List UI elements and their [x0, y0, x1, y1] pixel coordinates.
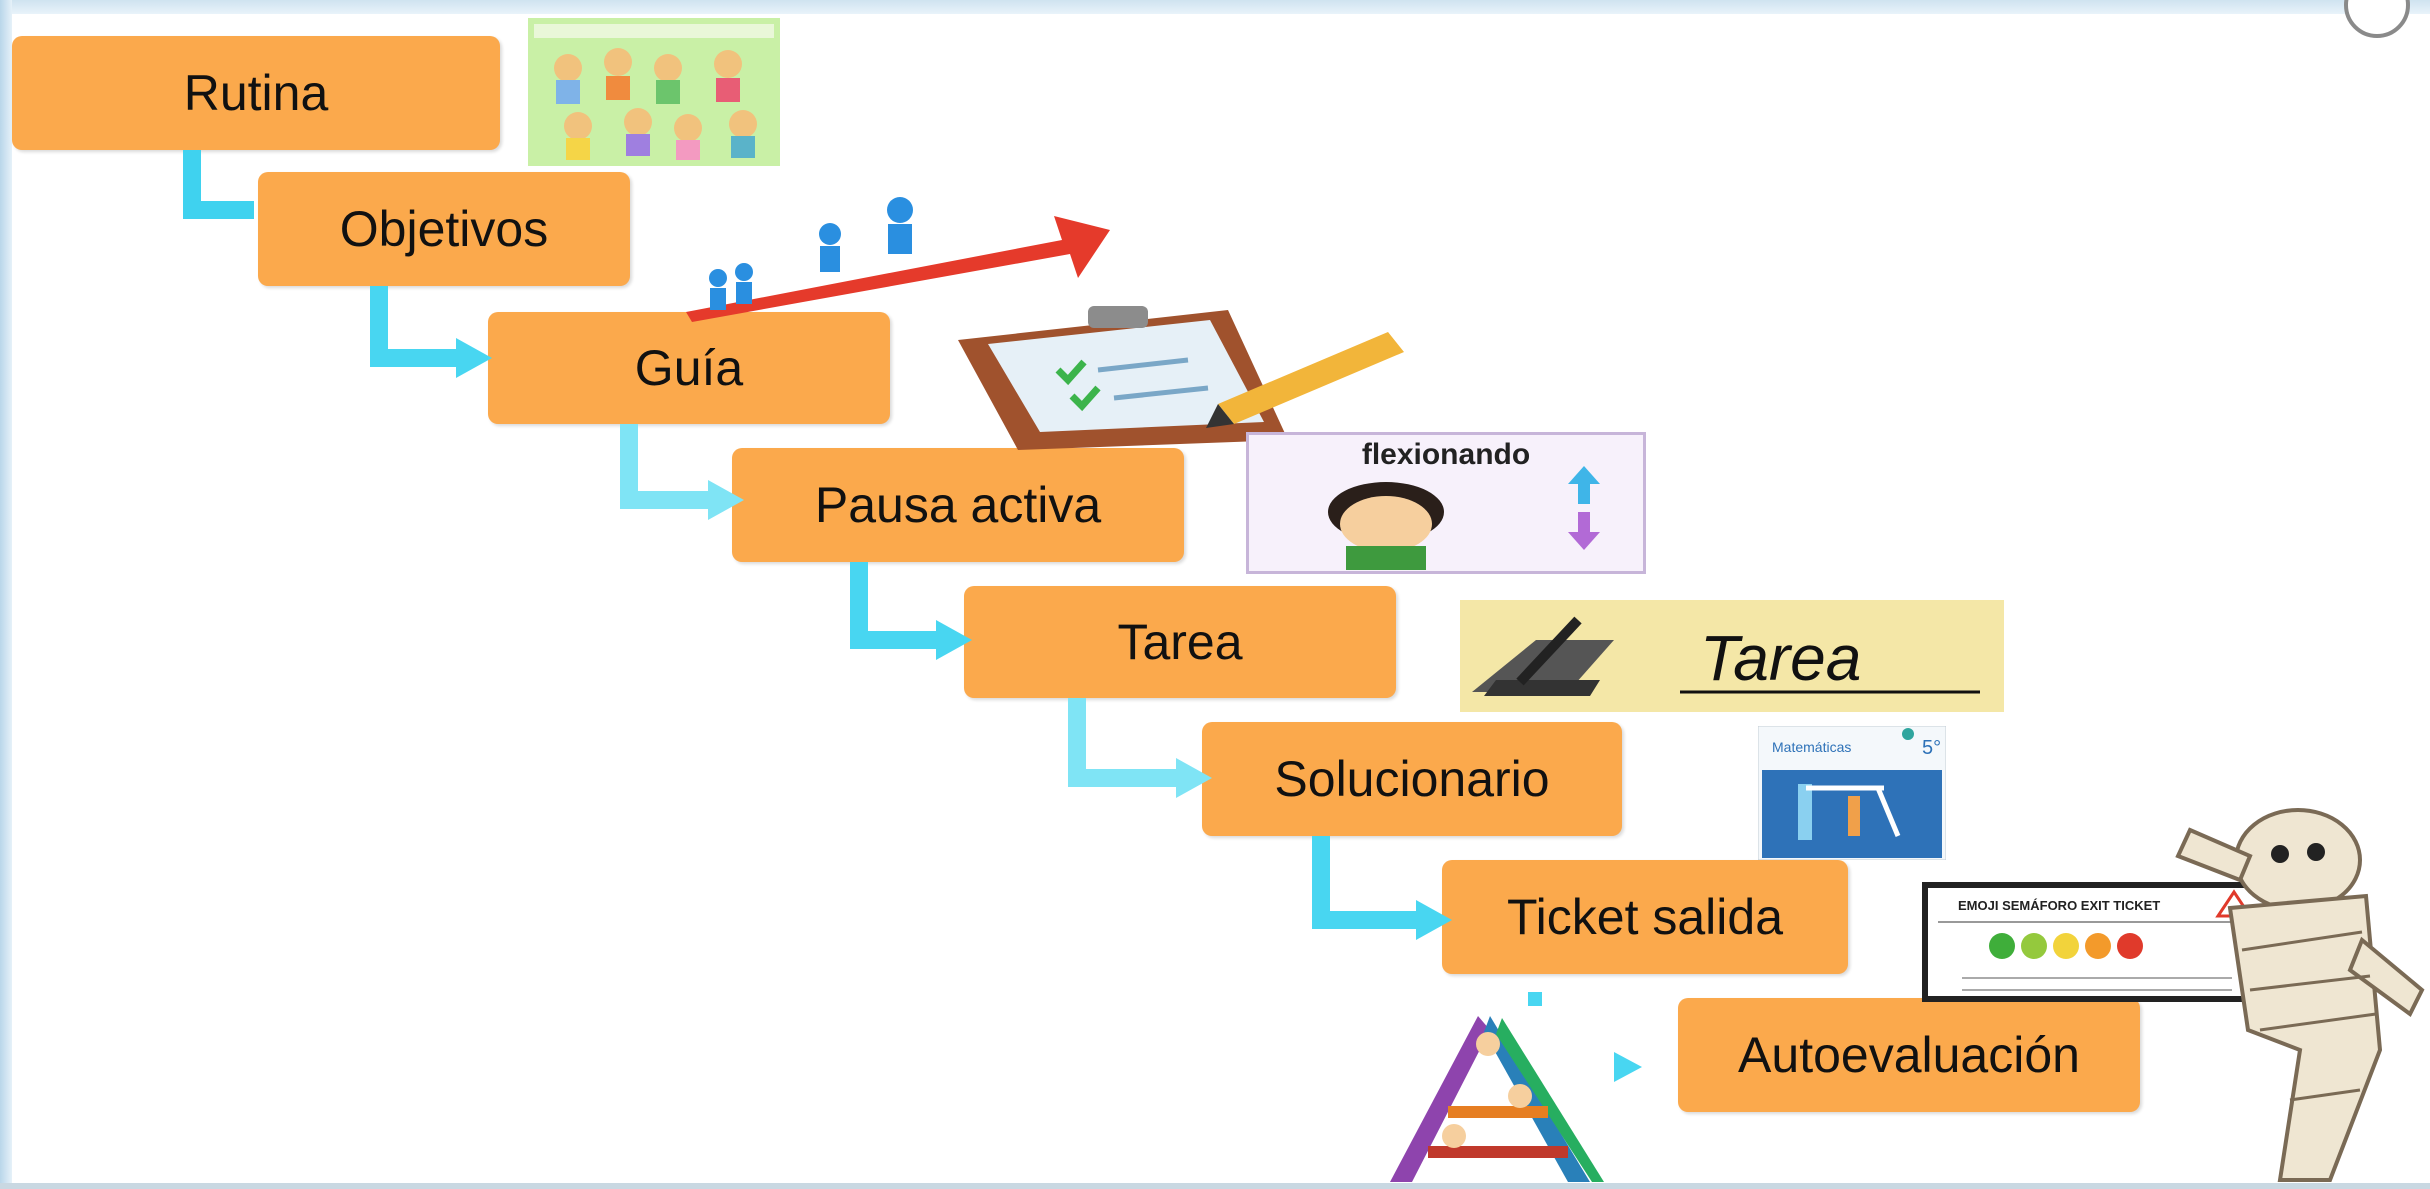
pencil-letter-a-image — [1390, 1016, 1604, 1182]
clipboard-checklist-image — [958, 306, 1404, 450]
connector-arrow-4 — [850, 562, 972, 660]
step-pausa-activa: Pausa activa — [732, 448, 1184, 562]
book-title: Matemáticas — [1772, 739, 1851, 755]
connector-arrow-1 — [183, 150, 254, 219]
step-rutina: Rutina — [12, 36, 500, 150]
step-autoevaluacion: Autoevaluación — [1678, 998, 2140, 1112]
slide-bottom-border — [0, 1183, 2430, 1189]
step-guia-label: Guía — [634, 340, 744, 396]
connector-arrow-5 — [1068, 698, 1212, 798]
step-ticket-salida-label: Ticket salida — [1506, 889, 1784, 945]
step-rutina-label: Rutina — [183, 65, 329, 121]
flexionando-text: flexionando — [1362, 438, 1530, 471]
book-grade: 5° — [1922, 737, 1941, 759]
flexionando-card-image: flexionando — [1246, 432, 1646, 574]
step-ticket-salida: Ticket salida — [1442, 860, 1848, 974]
children-routine-image — [528, 18, 780, 166]
mummy-image — [2175, 808, 2425, 1182]
step-guia: Guía — [488, 312, 890, 424]
corner-circle-icon — [2344, 0, 2410, 38]
step-autoevaluacion-label: Autoevaluación — [1738, 1027, 2080, 1083]
tarea-banner-image: Tarea — [1460, 600, 2004, 712]
connector-arrow-6 — [1312, 836, 1452, 940]
step-objetivos-label: Objetivos — [339, 201, 549, 257]
step-objetivos: Objetivos — [258, 172, 630, 286]
math-book-image: Matemáticas 5° — [1758, 726, 1946, 860]
step-tarea: Tarea — [964, 586, 1396, 698]
stair-arrow-image — [686, 197, 1110, 322]
slide-top-border — [0, 0, 2430, 14]
slide-left-border — [0, 0, 12, 1189]
tarea-banner-text: Tarea — [1700, 622, 1861, 694]
step-solucionario-label: Solucionario — [1274, 751, 1550, 807]
connector-arrow-7 — [1528, 992, 1642, 1082]
step-tarea-label: Tarea — [1117, 614, 1243, 670]
step-solucionario: Solucionario — [1202, 722, 1622, 836]
connector-arrow-3 — [620, 424, 744, 520]
ticket-title: EMOJI SEMÁFORO EXIT TICKET — [1958, 898, 2160, 913]
connector-arrow-2 — [370, 286, 492, 378]
exit-ticket-image: EMOJI SEMÁFORO EXIT TICKET — [1922, 882, 2270, 1002]
step-pausa-activa-label: Pausa activa — [814, 477, 1102, 533]
